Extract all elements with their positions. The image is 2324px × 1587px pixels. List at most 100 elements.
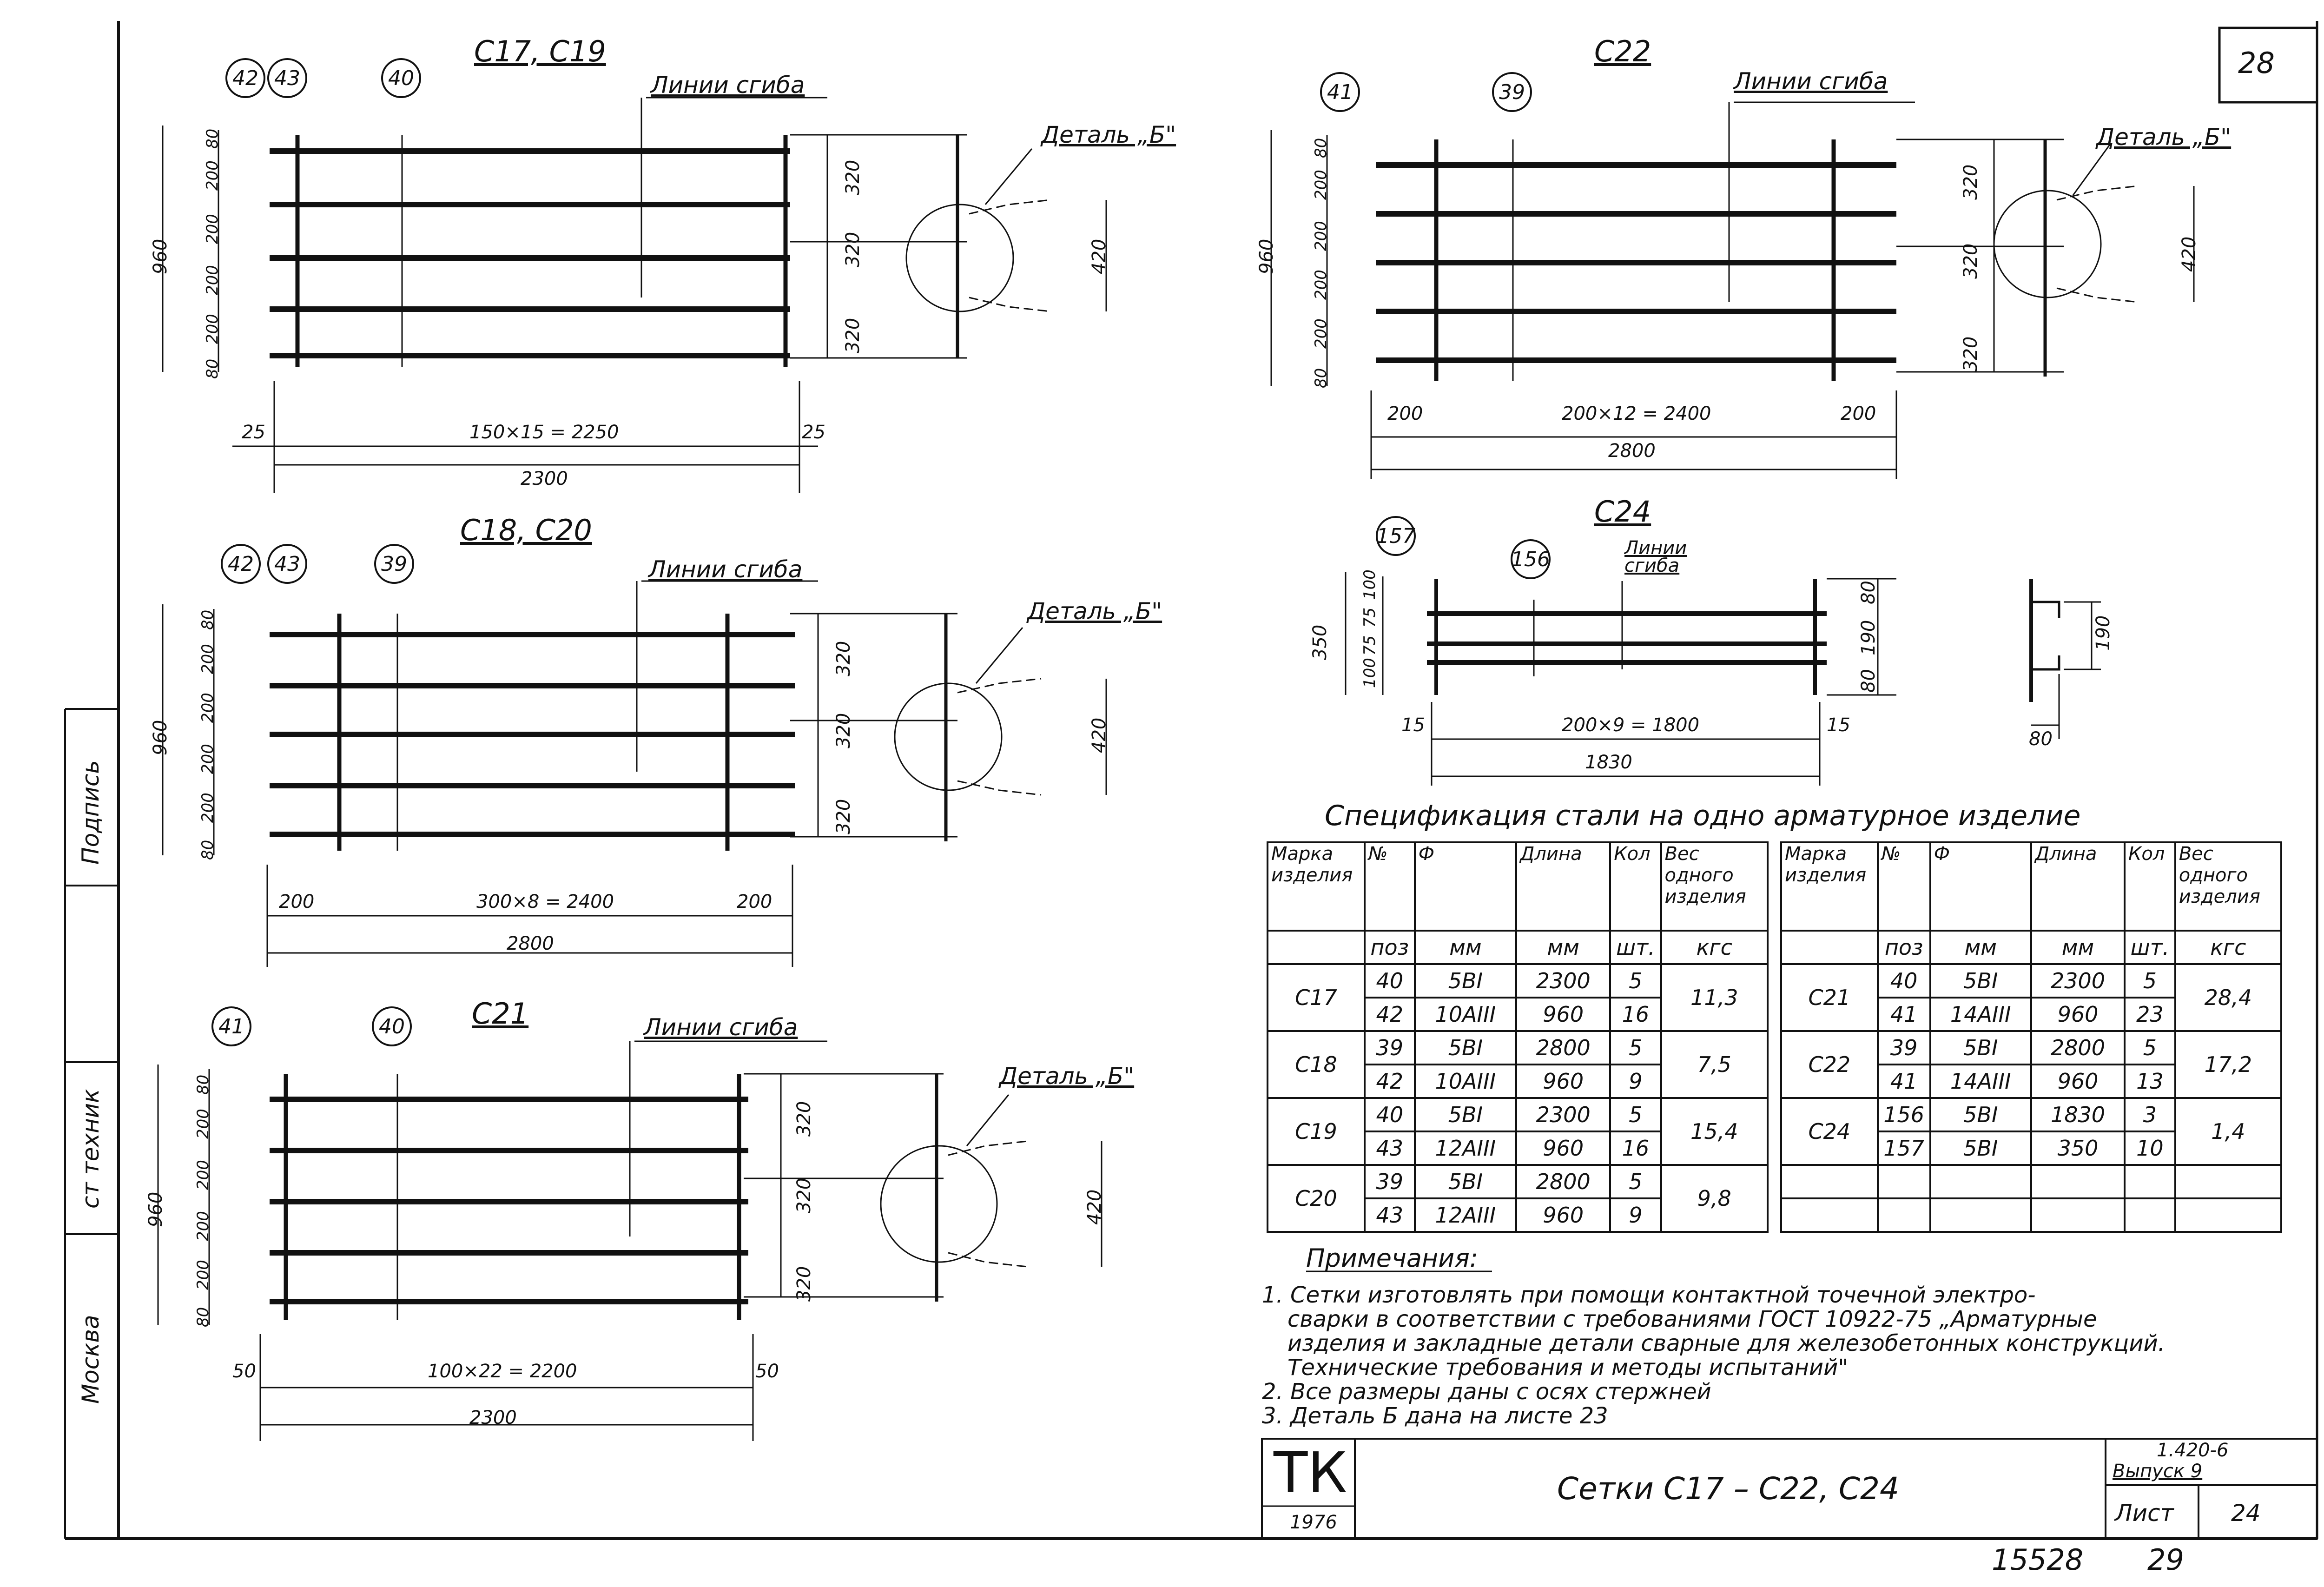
c24-row-dim: 100	[1360, 569, 1379, 600]
c24-bottom-mid: 200×9 = 1800	[1562, 714, 1700, 736]
spec-cell-dia: 10АIII	[1413, 1064, 1518, 1099]
table-row: С22 39 5ВI 2800 5 17,2	[1780, 1030, 2283, 1099]
table-row: 42 10АIII 960 16	[1268, 997, 1768, 1032]
spec-unit-weight: кгс	[2174, 930, 2283, 965]
c21-callout-41: 41	[211, 1006, 251, 1046]
table-row: 41 14АIII 960 13	[1781, 1064, 2281, 1099]
spec-cell-mark: С17	[1267, 963, 1366, 1032]
c22-row-dim: 80	[1312, 368, 1330, 388]
spec-cell-qty: 9	[1609, 1064, 1662, 1099]
c21-row-dim: 200	[194, 1109, 212, 1139]
c22-bottom-left: 200	[1387, 403, 1423, 424]
spec-header-dia: Ф	[1929, 841, 2032, 932]
table-row-empty	[1780, 1197, 2283, 1233]
c24-overall-height: 350	[1309, 624, 1331, 660]
c22-bottom-right: 200	[1841, 403, 1876, 424]
c24-title: С24	[1594, 495, 1651, 529]
c22-right-dim: 320	[1960, 243, 1981, 279]
c18-detail-dim: 420	[1089, 717, 1110, 753]
spec-header-weight: Вес одного изделия	[1660, 841, 1769, 932]
spec-cell-qty: 5	[1609, 963, 1662, 998]
spec-cell-pos: 157	[1876, 1131, 1931, 1166]
spec-cell-mark: С19	[1267, 1097, 1366, 1166]
c17-callout-42: 42	[225, 58, 265, 98]
spec-cell-mark: С20	[1267, 1164, 1366, 1233]
spec-cell-mark: С18	[1267, 1030, 1366, 1099]
c22-row-dim: 200	[1312, 318, 1330, 349]
c18-right-dim: 320	[833, 713, 854, 748]
c24-total: 1830	[1585, 752, 1632, 773]
spec-cell-qty: 5	[1609, 1030, 1662, 1065]
c24-bottom-right: 15	[1827, 714, 1850, 736]
spec-unit-length: мм	[2030, 930, 2126, 965]
spec-cell-pos: 41	[1876, 1064, 1931, 1099]
c17-row-dim: 200	[203, 314, 222, 344]
spec-cell-length: 960	[2030, 997, 2126, 1032]
c17-right-dim: 320	[842, 231, 864, 267]
spec-cell-length: 960	[1515, 1064, 1611, 1099]
side-label-role: ст техник	[77, 1089, 104, 1209]
spec-header-qty: Кол	[2124, 841, 2176, 932]
c21-row-dim: 200	[194, 1260, 212, 1290]
spec-cell-weight: 11,3	[1660, 963, 1769, 1032]
spec-cell-pos: 43	[1363, 1197, 1416, 1233]
c18-row-dim: 200	[198, 644, 217, 674]
c21-overall-height: 960	[145, 1191, 166, 1227]
spec-header-dia: Ф	[1413, 841, 1518, 932]
spec-cell-mark: С22	[1780, 1030, 1879, 1099]
spec-cell-pos: 39	[1363, 1030, 1416, 1065]
c17-right-dim: 320	[842, 159, 864, 195]
spec-unit-dia: мм	[1929, 930, 2032, 965]
c18-title: С18, С20	[460, 513, 592, 547]
spec-cell-length: 960	[1515, 1131, 1611, 1166]
c22-callout-39: 39	[1492, 72, 1532, 112]
spec-cell-length: 2800	[1515, 1164, 1611, 1199]
c24-callout-157: 157	[1376, 516, 1416, 556]
spec-cell-pos: 40	[1363, 1097, 1416, 1132]
table-row: 43 12АIII 960 9	[1268, 1197, 1768, 1233]
spec-title: Спецификация стали на одно арматурное из…	[1325, 800, 2081, 832]
side-label-city: Москва	[77, 1315, 104, 1404]
spec-cell-pos: 39	[1876, 1030, 1931, 1065]
table-row: С17 40 5ВI 2300 5 11,3	[1267, 963, 1769, 1032]
c18-row-dim: 200	[198, 693, 217, 723]
c17-row-dim: 200	[203, 214, 222, 244]
spec-cell-pos: 40	[1876, 963, 1931, 998]
spec-cell-weight: 17,2	[2174, 1030, 2283, 1099]
spec-cell-qty: 23	[2124, 997, 2176, 1032]
c24-row-dim: 75	[1360, 607, 1379, 628]
table-row: 157 5ВI 350 10	[1781, 1131, 2281, 1166]
c21-callout-40: 40	[372, 1006, 412, 1046]
spec-header-mark: Марка изделия	[1780, 841, 1879, 932]
spec-cell-qty: 5	[1609, 1164, 1662, 1199]
c18-overall-height: 960	[150, 720, 171, 755]
spec-cell-qty: 5	[1609, 1097, 1662, 1132]
spec-cell-dia: 5ВI	[1929, 1131, 2032, 1166]
c21-row-dim: 200	[194, 1160, 212, 1190]
c17-bottom-mid: 150×15 = 2250	[469, 422, 619, 443]
c21-detail-label: Деталь „Б"	[999, 1063, 1135, 1090]
spec-unit-weight: кгс	[1660, 930, 1769, 965]
spec-cell-weight: 1,4	[2174, 1097, 2283, 1166]
c18-row-dim: 80	[198, 840, 217, 860]
c21-bottom-mid: 100×22 = 2200	[428, 1361, 577, 1382]
c22-right-dim: 320	[1960, 336, 1981, 372]
c17-overall-height: 960	[150, 238, 171, 274]
note-line: Технические требования и методы испытани…	[1287, 1355, 1849, 1381]
spec-header-mark: Марка изделия	[1267, 841, 1366, 932]
c18-total: 2800	[507, 933, 554, 954]
spec-cell-dia: 5ВI	[1929, 963, 2032, 998]
c24-right-dim: 80	[1858, 669, 1879, 693]
spec-cell-pos: 41	[1876, 997, 1931, 1032]
spec-cell-pos: 42	[1363, 1064, 1416, 1099]
note-line: сварки в соответствии с требованиями ГОС…	[1287, 1306, 2097, 1332]
sheet-top-number: 28	[2238, 46, 2275, 80]
spec-cell-pos: 156	[1876, 1097, 1931, 1132]
note-line: 2. Все размеры даны с осях стержней	[1262, 1379, 1711, 1405]
c18-right-dim: 320	[833, 641, 854, 676]
spec-cell-length: 960	[2030, 1064, 2126, 1099]
c22-row-dim: 80	[1312, 138, 1330, 158]
spec-unit-no: поз	[1363, 930, 1416, 965]
c18-bottom-right: 200	[737, 891, 772, 913]
